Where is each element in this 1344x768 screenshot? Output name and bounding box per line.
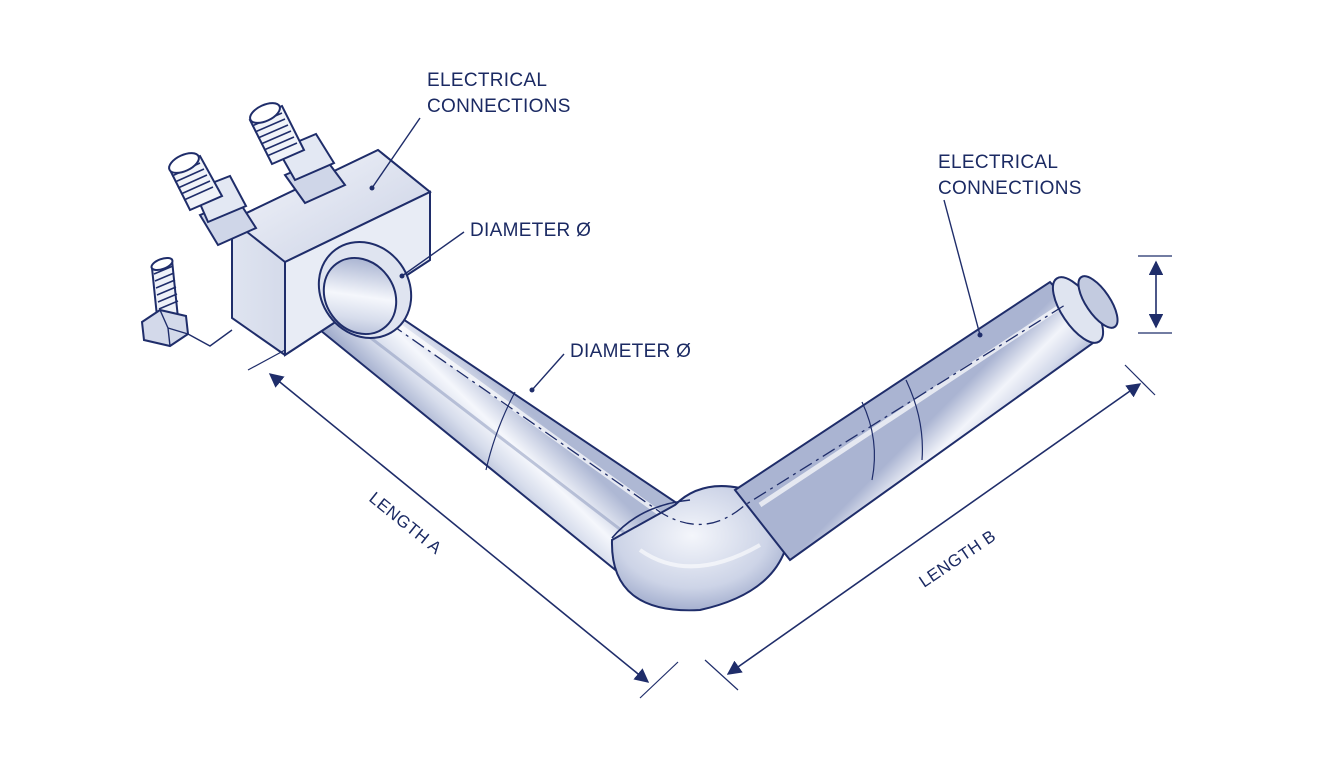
terminal-block xyxy=(230,148,432,357)
terminal-stud-icon xyxy=(168,102,347,247)
label-length-a: LENGTH A xyxy=(365,488,445,558)
label-diameter-upper: DIAMETER Ø xyxy=(470,220,591,241)
label-diameter-middle: DIAMETER Ø xyxy=(570,341,691,362)
leader-dot-diameter-middle xyxy=(529,387,535,393)
leader-dot-electrical-right xyxy=(977,332,983,338)
leader-diameter-middle xyxy=(531,353,565,391)
dimension-length-a xyxy=(247,349,679,699)
tube-leg-b xyxy=(733,275,1119,562)
leader-diameter-upper xyxy=(401,231,465,277)
terminal-stud-right xyxy=(248,102,347,205)
dimension-arrow-icon xyxy=(1138,255,1172,334)
terminal-stud-left xyxy=(168,152,258,247)
label-electrical-connections-left-line1: ELECTRICAL xyxy=(427,70,547,91)
label-length-b: LENGTH B xyxy=(916,526,1000,591)
leader-dot-diameter-upper xyxy=(399,273,405,279)
hex-bolt-icon xyxy=(140,256,233,348)
dimension-length-b xyxy=(704,364,1156,691)
leader-electrical-left xyxy=(371,117,421,189)
label-electrical-connections-left-line2: CONNECTIONS xyxy=(427,96,571,117)
leader-electrical-right xyxy=(943,199,981,336)
label-electrical-connections-right-line1: ELECTRICAL xyxy=(938,152,1058,173)
leader-dot-electrical-left xyxy=(369,185,375,191)
label-electrical-connections-right-line2: CONNECTIONS xyxy=(938,178,1082,199)
